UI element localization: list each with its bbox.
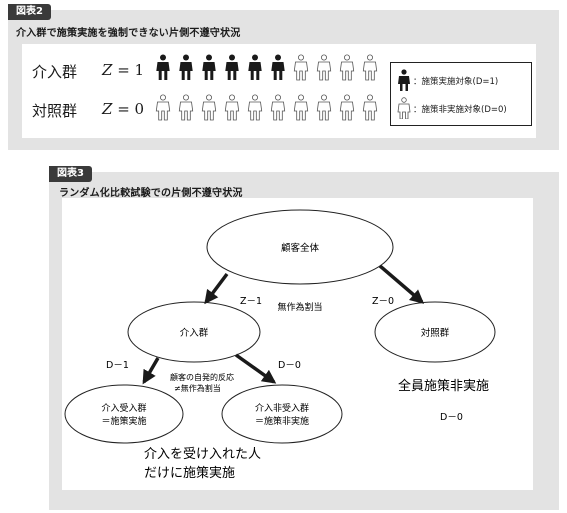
control-group-z: Z = 0: [102, 100, 144, 118]
root-node: [206, 209, 394, 285]
treatment-group-label: 介入群: [32, 63, 78, 81]
figure2-legend: ：施策実施対象(D=1) ：施策非実施対象(D=0): [390, 62, 532, 126]
control-d-label: D－0: [440, 412, 463, 423]
figure2-body: 介入群 Z = 1 対照群 Z = 0 ：施策実施対象(D=1) ：施策非実施対…: [22, 44, 536, 138]
accept-label-1: 介入受入群: [101, 402, 146, 414]
self-reaction-label-2: ≠無作為割当: [174, 383, 221, 393]
outline-person-icon: [397, 97, 411, 119]
control-node: [374, 301, 496, 363]
outline-person-icon: [293, 94, 309, 121]
outline-person-icon: [362, 54, 378, 81]
outline-person-icon: [178, 94, 194, 121]
legend-filled-text: ：施策実施対象(D=1): [413, 77, 499, 87]
accept-note-1: 介入を受け入れた人: [144, 447, 261, 462]
z-var: Z: [102, 61, 113, 79]
outline-person-icon: [224, 94, 240, 121]
outline-person-icon: [247, 94, 263, 121]
outline-person-icon: [201, 94, 217, 121]
arrow-treatment-to-accept: [142, 357, 160, 385]
accept-label-2: ＝施策実施: [101, 415, 146, 427]
z0-label: Z－0: [372, 296, 394, 307]
z-var: Z: [102, 100, 113, 118]
reject-label-1: 介入非受入群: [255, 402, 309, 414]
legend-outline-text: ：施策非実施対象(D=0): [413, 105, 507, 115]
outline-person-icon: [293, 54, 309, 81]
treatment-figures: [156, 54, 378, 81]
filled-person-icon: [271, 54, 285, 80]
accept-note-2: だけに施策実施: [144, 465, 235, 481]
z1-label: Z－1: [240, 296, 262, 307]
filled-person-icon: [202, 54, 216, 80]
control-group-label: 対照群: [32, 102, 78, 120]
outline-person-icon: [316, 54, 332, 81]
z-eq: = 0: [117, 100, 145, 118]
tree-diagram: 顧客全体 介入群 対照群 介入受入群 ＝施策実施 介入非受入群 ＝施策非実施 Z…: [64, 209, 496, 481]
control-figures: [155, 94, 378, 121]
filled-person-icon: [398, 69, 410, 91]
figure2-tag: 図表2: [8, 4, 51, 20]
outline-person-icon: [339, 54, 355, 81]
accept-node: [64, 384, 184, 444]
figure3-title: ランダム化比較試験での片側不遵守状況: [59, 188, 243, 199]
reject-node: [221, 384, 343, 444]
treatment-group-z: Z = 1: [102, 61, 144, 79]
reject-label-2: ＝施策非実施: [255, 415, 309, 427]
filled-person-icon: [156, 54, 170, 80]
outline-person-icon: [339, 94, 355, 121]
figure3-tag: 図表3: [49, 166, 92, 182]
root-label: 顧客全体: [281, 242, 320, 254]
figure2-panel: 図表2 介入群で施策実施を強制できない片側不遵守状況 介入群 Z = 1 対照群…: [8, 4, 559, 150]
self-reaction-label-1: 顧客の自発的反応: [170, 372, 234, 382]
outline-person-icon: [316, 94, 332, 121]
filled-person-icon: [248, 54, 262, 80]
filled-person-icon: [225, 54, 239, 80]
control-note: 全員施策非実施: [398, 378, 489, 394]
treatment-label: 介入群: [180, 327, 209, 339]
treatment-node: [127, 301, 261, 363]
figure3-body: 顧客全体 介入群 対照群 介入受入群 ＝施策実施 介入非受入群 ＝施策非実施 Z…: [62, 198, 533, 490]
d0-label: D－0: [278, 360, 301, 371]
arrow-treatment-to-reject: [234, 353, 277, 384]
random-assign-label: 無作為割当: [277, 301, 322, 313]
outline-person-icon: [155, 94, 171, 121]
control-label: 対照群: [421, 327, 450, 339]
outline-person-icon: [362, 94, 378, 121]
outline-person-icon: [270, 94, 286, 121]
arrow-root-to-treatment: [204, 272, 229, 305]
filled-person-icon: [179, 54, 193, 80]
d1-label: D－1: [106, 360, 129, 371]
figure2-title: 介入群で施策実施を強制できない片側不遵守状況: [16, 28, 241, 39]
z-eq: = 1: [117, 61, 145, 79]
arrow-root-to-control: [378, 264, 425, 304]
